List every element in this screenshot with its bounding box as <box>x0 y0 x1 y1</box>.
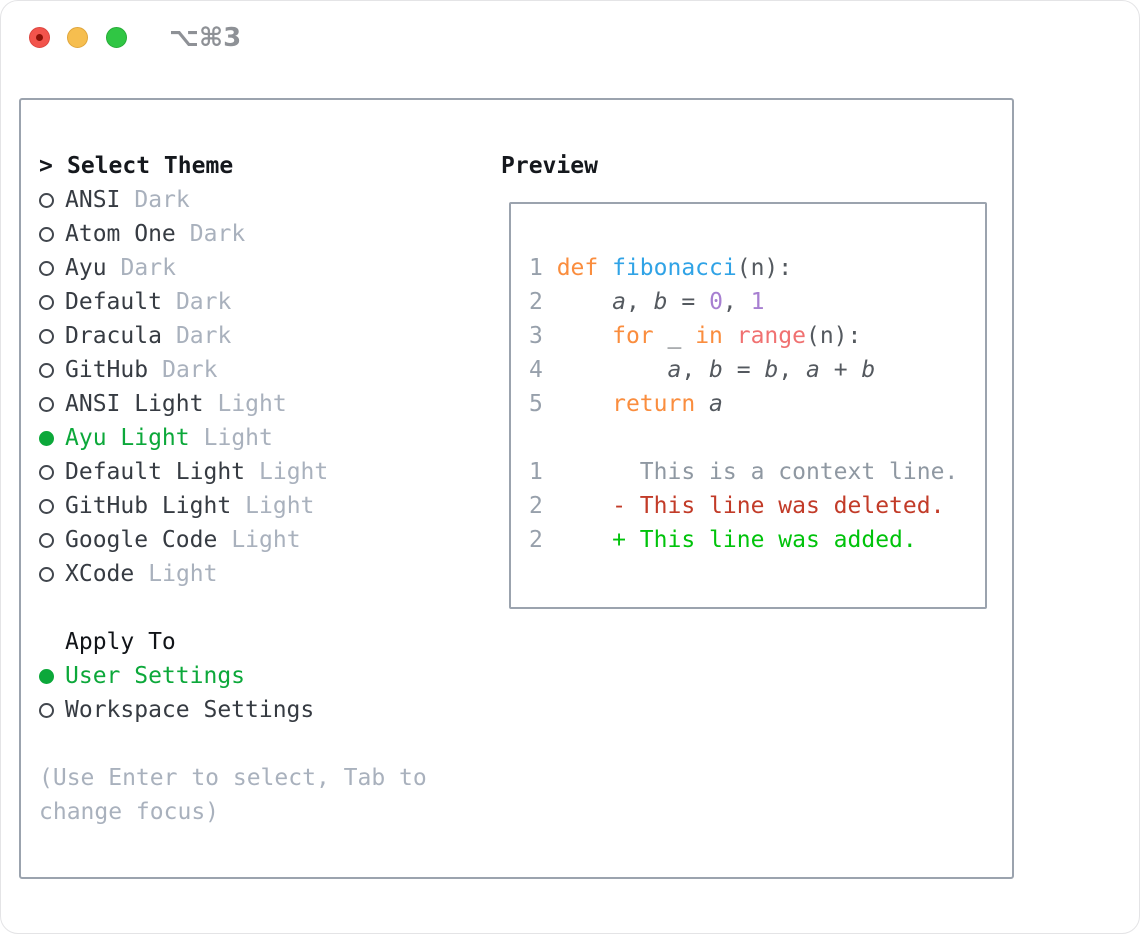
close-button[interactable] <box>29 27 50 48</box>
option-label: User Settings <box>65 663 246 689</box>
titlebar: ⌥⌘3 <box>1 1 1139 71</box>
option-variant-label: Light <box>245 493 315 519</box>
radio-icon <box>39 702 54 718</box>
option-label: Default Light <box>65 459 246 485</box>
radio-icon <box>39 498 54 514</box>
theme-option-dracula-dark[interactable]: Dracula Dark <box>39 319 479 353</box>
theme-option-ayu-light-light[interactable]: Ayu Light Light <box>39 421 479 455</box>
radio-icon <box>39 328 54 344</box>
option-variant-label: Light <box>217 391 287 417</box>
apply-option-workspace-settings[interactable]: Workspace Settings <box>39 693 479 727</box>
radio-icon <box>39 532 54 548</box>
theme-option-ayu-dark[interactable]: Ayu Dark <box>39 251 479 285</box>
option-label: GitHub Light <box>65 493 232 519</box>
option-variant-label: Dark <box>134 187 190 213</box>
option-label: Ayu <box>65 255 107 281</box>
option-label: Google Code <box>65 527 218 553</box>
option-variant-label: Dark <box>175 289 232 315</box>
select-theme-title: Select Theme <box>67 153 234 179</box>
option-label: Default <box>65 289 162 315</box>
radio-selected-icon <box>39 668 54 684</box>
code-line: 5 return a <box>529 391 723 417</box>
option-label: Workspace Settings <box>65 697 315 723</box>
minimize-button[interactable] <box>67 27 88 48</box>
code-line <box>529 421 985 455</box>
code-preview: 1 def fibonacci(n): 2 a, b = 0, 1 3 for _ … <box>529 251 985 557</box>
radio-icon <box>39 362 54 378</box>
cursor-icon: > <box>39 153 53 179</box>
option-variant-label: Light <box>203 425 273 451</box>
option-variant-label: Dark <box>175 323 232 349</box>
radio-icon <box>39 226 54 242</box>
radio-selected-icon <box>39 430 54 446</box>
close-dot-icon <box>36 34 43 41</box>
option-label: ANSI Light <box>65 391 204 417</box>
theme-option-ansi-dark[interactable]: ANSI Dark <box>39 183 479 217</box>
theme-option-github-dark[interactable]: GitHub Dark <box>39 353 479 387</box>
option-variant-label: Light <box>259 459 329 485</box>
select-theme-header: > Select Theme <box>39 149 479 183</box>
option-label: XCode <box>65 561 135 587</box>
code-line: 1 This is a context line. <box>529 459 959 485</box>
code-line: 2 + This line was added. <box>529 527 917 553</box>
theme-option-ansi-light-light[interactable]: ANSI Light Light <box>39 387 479 421</box>
code-line: 2 - This line was deleted. <box>529 493 945 519</box>
apply-option-user-settings[interactable]: User Settings <box>39 659 479 693</box>
radio-icon <box>39 464 54 480</box>
option-label: ANSI <box>65 187 121 213</box>
apply-to-header: Apply To <box>65 629 176 655</box>
option-label: GitHub <box>65 357 149 383</box>
maximize-button[interactable] <box>106 27 127 48</box>
radio-icon <box>39 260 54 276</box>
theme-option-atom-one-dark[interactable]: Atom One Dark <box>39 217 479 251</box>
code-line: 1 def fibonacci(n): <box>529 255 793 281</box>
theme-option-default-dark[interactable]: Default Dark <box>39 285 479 319</box>
preview-pane: 1 def fibonacci(n): 2 a, b = 0, 1 3 for _ … <box>509 202 987 609</box>
option-variant-label: Dark <box>189 221 246 247</box>
option-variant-label: Dark <box>120 255 176 281</box>
radio-icon <box>39 192 54 208</box>
theme-option-xcode-light[interactable]: XCode Light <box>39 557 479 591</box>
code-line: 2 a, b = 0, 1 <box>529 289 765 315</box>
code-line: 4 a, b = b, a + b <box>529 357 876 383</box>
option-label: Ayu Light <box>65 425 190 451</box>
radio-icon <box>39 294 54 310</box>
radio-icon <box>39 396 54 412</box>
theme-option-github-light-light[interactable]: GitHub Light Light <box>39 489 479 523</box>
option-variant-label: Light <box>231 527 301 553</box>
option-variant-label: Dark <box>162 357 218 383</box>
preview-header: Preview <box>501 153 598 179</box>
hint-text: (Use Enter to select, Tab to change focu… <box>39 765 427 825</box>
theme-option-default-light-light[interactable]: Default Light Light <box>39 455 479 489</box>
option-label: Dracula <box>65 323 162 349</box>
code-line: 3 for _ in range(n): <box>529 323 862 349</box>
window-title: ⌥⌘3 <box>169 23 242 53</box>
option-variant-label: Light <box>148 561 218 587</box>
theme-option-google-code-light[interactable]: Google Code Light <box>39 523 479 557</box>
option-label: Atom One <box>65 221 176 247</box>
radio-icon <box>39 566 54 582</box>
